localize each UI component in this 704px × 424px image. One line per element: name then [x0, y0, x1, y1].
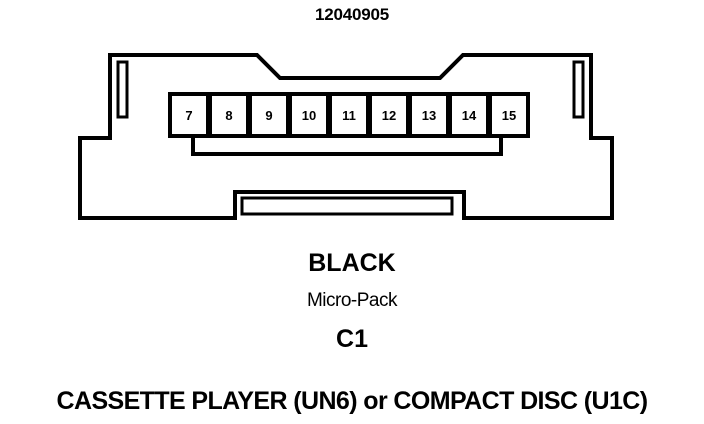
pin-number: 14	[462, 108, 477, 123]
bottom-key-slot	[240, 196, 454, 216]
pin-cavity	[488, 92, 530, 138]
connector-type: Micro-Pack	[306, 290, 398, 311]
left-latch-slot	[116, 60, 129, 119]
pin-number: 13	[422, 108, 436, 123]
right-latch-slot	[572, 60, 585, 119]
pin-number: 10	[302, 108, 316, 123]
connector-diagram: 7 8 9 10 11 12 13 14 15	[78, 53, 614, 220]
pin-number: 12	[382, 108, 396, 123]
component-title: CASSETTE PLAYER (UN6) or COMPACT DISC (U…	[56, 387, 649, 415]
pin-number: 15	[502, 108, 516, 123]
connector-id: C1	[336, 325, 368, 353]
connector-color: BLACK	[308, 249, 396, 277]
pin-cavities: 7 8 9 10 11 12 13 14 15	[168, 92, 530, 138]
pin-number: 7	[185, 108, 192, 123]
pin-cavity	[368, 92, 410, 138]
connector-housing	[78, 53, 614, 220]
part-number: 12040905	[314, 5, 390, 24]
pin-cavity	[168, 92, 210, 138]
pin-number: 8	[225, 108, 232, 123]
pin-number: 11	[342, 108, 356, 123]
pin-number: 9	[265, 108, 272, 123]
